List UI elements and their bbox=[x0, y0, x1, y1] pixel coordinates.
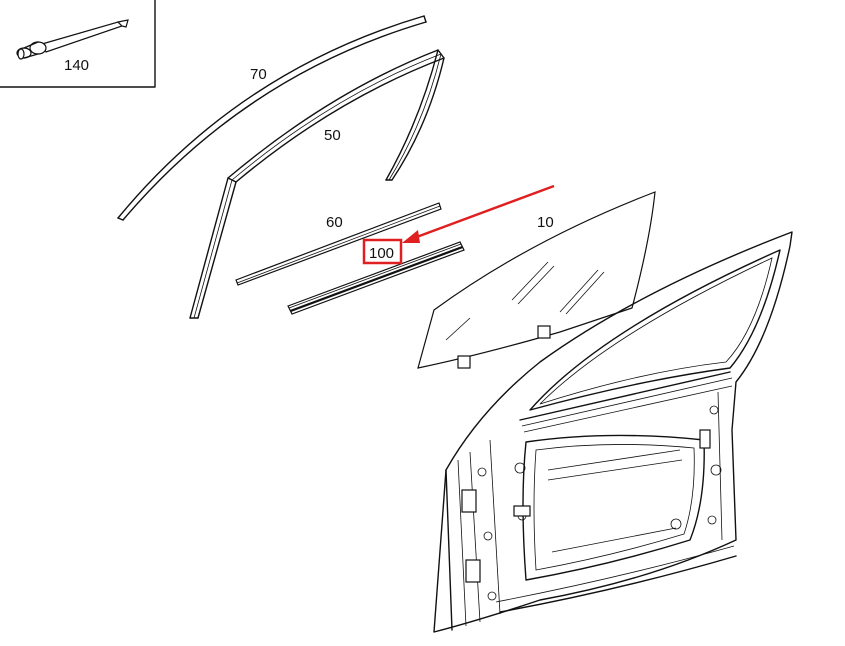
part-100-outer-belt-strip[interactable] bbox=[287, 241, 465, 315]
rivet-icon[interactable] bbox=[16, 19, 129, 60]
door-shell[interactable] bbox=[433, 231, 793, 633]
part-70-outer-strip[interactable] bbox=[117, 15, 427, 221]
inset-frame bbox=[0, 0, 156, 88]
inset-box-rivet: 140 bbox=[0, 0, 156, 88]
part-60-belt-strip[interactable] bbox=[235, 202, 442, 286]
callout-10: 10 bbox=[537, 214, 554, 231]
callout-50: 50 bbox=[324, 127, 341, 144]
callout-100: 100 bbox=[369, 245, 394, 262]
callout-60: 60 bbox=[326, 214, 343, 231]
part-10-door-glass[interactable] bbox=[417, 191, 656, 369]
part-50-frame-seal[interactable] bbox=[189, 49, 445, 319]
callout-140: 140 bbox=[64, 57, 89, 74]
callout-100-highlight-box bbox=[362, 238, 403, 265]
pointer-arrow bbox=[402, 184, 555, 243]
callout-70: 70 bbox=[250, 66, 267, 83]
